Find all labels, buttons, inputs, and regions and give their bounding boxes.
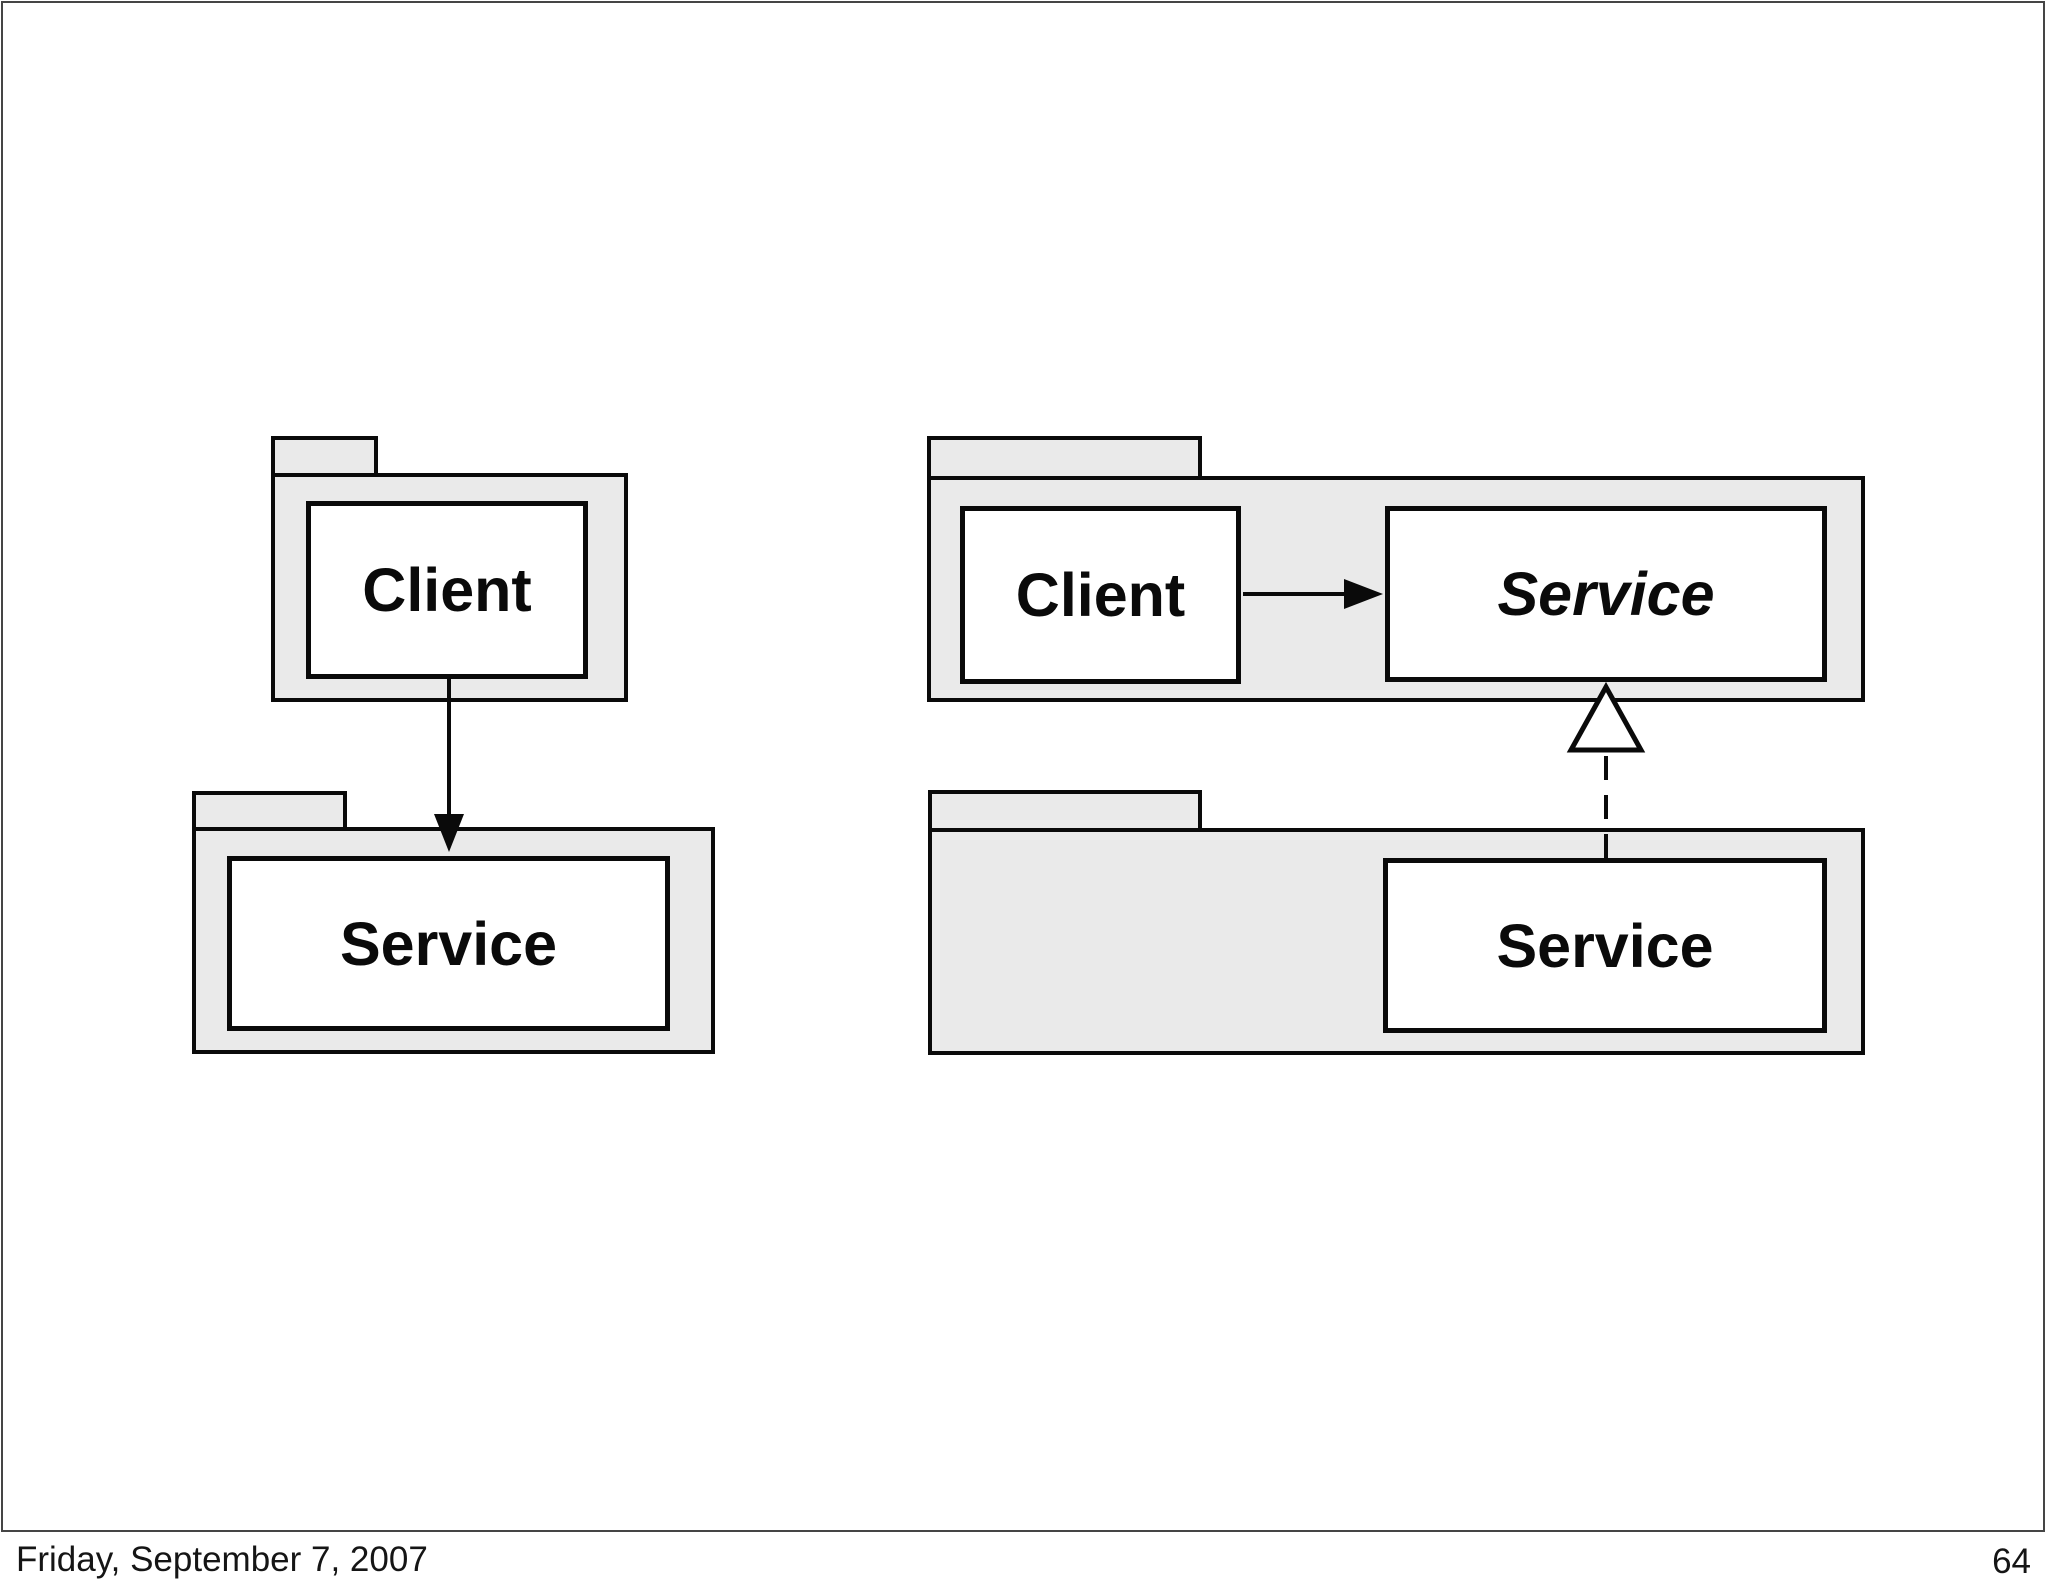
right-service-interface-box: Service	[1385, 506, 1827, 682]
left-service-label: Service	[339, 909, 558, 978]
footer-date: Friday, September 7, 2007	[16, 1540, 428, 1579]
right-bottom-package-tab	[928, 790, 1202, 832]
left-client-package-tab	[271, 436, 378, 477]
right-top-package-tab	[927, 436, 1202, 480]
left-client-box: Client	[306, 501, 588, 679]
right-service-impl-label: Service	[1496, 911, 1714, 980]
slide-border-frame	[1, 1, 2045, 1532]
right-service-interface-label: Service	[1497, 560, 1715, 628]
footer-page-number: 64	[1992, 1542, 2031, 1581]
left-service-package-tab	[192, 791, 347, 831]
left-service-box: Service	[227, 856, 670, 1031]
right-client-box: Client	[960, 506, 1241, 684]
left-client-label: Client	[362, 556, 532, 624]
right-client-label: Client	[1015, 561, 1186, 629]
right-service-impl-box: Service	[1383, 858, 1827, 1033]
